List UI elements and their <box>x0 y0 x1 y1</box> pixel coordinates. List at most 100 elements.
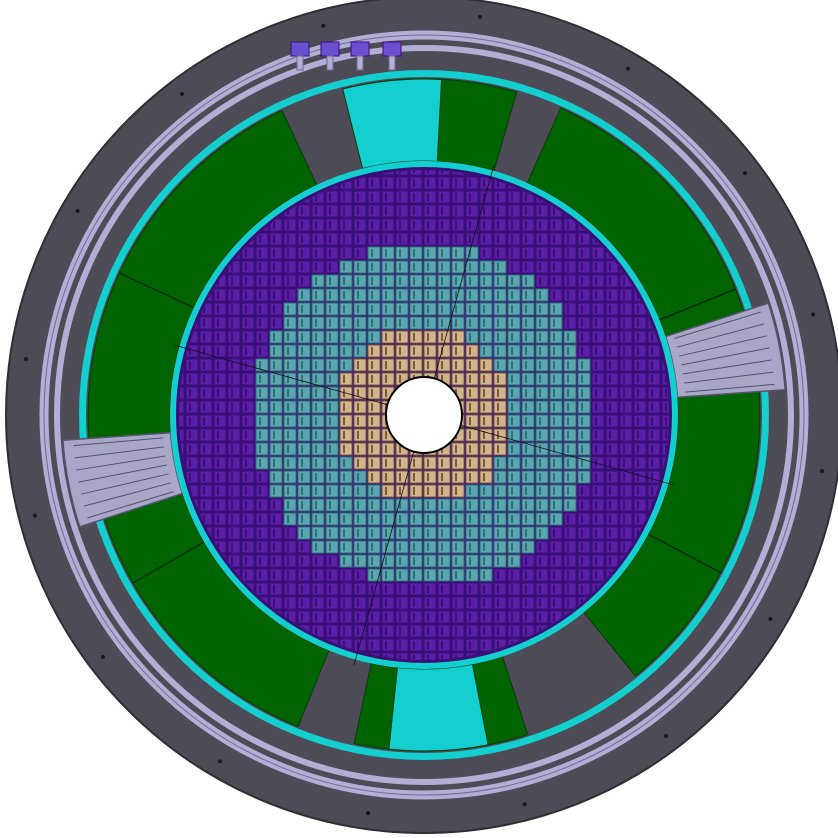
crystal-slot <box>231 347 233 355</box>
outer-crystal <box>283 246 297 260</box>
middle-crystal <box>367 498 381 512</box>
middle-crystal <box>325 344 339 358</box>
crystal-slot <box>497 263 499 271</box>
outer-crystal <box>591 442 605 456</box>
outer-crystal <box>591 526 605 540</box>
crystal-slot <box>343 571 345 579</box>
crystal-slot <box>539 235 541 243</box>
crystal-slot <box>371 319 373 327</box>
outer-crystal <box>283 554 297 568</box>
outer-crystal <box>213 442 227 456</box>
crystal-slot <box>441 235 443 243</box>
crystal-slot <box>413 627 415 635</box>
crystal-slot <box>651 487 653 495</box>
middle-crystal <box>479 540 493 554</box>
crystal-slot <box>343 641 345 649</box>
inner-crystal <box>409 358 423 372</box>
crystal-slot <box>259 403 261 411</box>
inner-crystal <box>451 442 465 456</box>
crystal-slot <box>329 585 331 593</box>
crystal-slot <box>469 487 471 495</box>
crystal-slot <box>427 501 429 509</box>
middle-crystal <box>549 358 563 372</box>
crystal-slot <box>539 459 541 467</box>
middle-crystal <box>367 246 381 260</box>
crystal-slot <box>231 417 233 425</box>
middle-crystal <box>465 316 479 330</box>
crystal-slot <box>553 361 555 369</box>
crystal-slot <box>483 543 485 551</box>
crystal-slot <box>399 193 401 201</box>
outer-crystal <box>227 302 241 316</box>
crystal-slot <box>441 655 443 660</box>
crystal-slot <box>315 361 317 369</box>
outer-crystal <box>605 344 619 358</box>
middle-crystal <box>535 316 549 330</box>
crystal-slot <box>469 263 471 271</box>
crystal-slot <box>455 375 457 383</box>
outer-crystal <box>437 170 451 176</box>
middle-crystal <box>451 498 465 512</box>
middle-crystal <box>507 344 521 358</box>
crystal-slot <box>651 473 653 481</box>
crystal-slot <box>273 543 275 551</box>
outer-crystal <box>647 470 661 484</box>
middle-crystal <box>577 400 591 414</box>
crystal-slot <box>231 277 233 285</box>
middle-crystal <box>549 428 563 442</box>
middle-crystal <box>521 274 535 288</box>
crystal-slot <box>539 487 541 495</box>
crystal-slot <box>357 263 359 271</box>
crystal-slot <box>217 543 219 551</box>
outer-crystal <box>605 330 619 344</box>
middle-crystal <box>535 302 549 316</box>
crystal-slot <box>357 333 359 341</box>
crystal-slot <box>343 263 345 271</box>
middle-crystal <box>521 484 535 498</box>
crystal-slot <box>497 557 499 565</box>
middle-crystal <box>563 330 577 344</box>
crystal-slot <box>357 557 359 565</box>
crystal-slot <box>665 375 667 383</box>
outer-crystal <box>423 190 437 204</box>
inner-crystal <box>423 344 437 358</box>
crystal-slot <box>525 529 527 537</box>
middle-crystal <box>409 512 423 526</box>
middle-crystal <box>465 274 479 288</box>
crystal-slot <box>287 417 289 425</box>
crystal-slot <box>581 487 583 495</box>
middle-crystal <box>549 400 563 414</box>
crystal-slot <box>497 599 499 607</box>
crystal-slot <box>343 515 345 523</box>
middle-crystal <box>437 512 451 526</box>
crystal-slot <box>567 417 569 425</box>
middle-crystal <box>563 498 577 512</box>
outer-crystal <box>283 540 297 554</box>
outer-crystal <box>605 372 619 386</box>
crystal-slot <box>259 487 261 495</box>
middle-crystal <box>353 484 367 498</box>
middle-crystal <box>521 344 535 358</box>
crystal-slot <box>581 459 583 467</box>
outer-crystal <box>367 176 381 190</box>
crystal-slot <box>343 375 345 383</box>
inner-crystal <box>367 470 381 484</box>
crystal-slot <box>371 571 373 579</box>
crystal-slot <box>581 557 583 565</box>
bracket-rib <box>74 446 165 459</box>
crystal-slot <box>539 347 541 355</box>
crystal-slot <box>525 277 527 285</box>
outer-crystal <box>409 652 423 660</box>
crystal-slot <box>273 319 275 327</box>
crystal-slot <box>539 515 541 523</box>
crystal-slot <box>203 319 205 327</box>
outer-crystal <box>185 372 199 386</box>
outer-crystal <box>577 260 591 274</box>
crystal-slot <box>441 599 443 607</box>
crystal-slot <box>497 585 499 593</box>
middle-crystal <box>507 386 521 400</box>
outer-crystal <box>479 204 493 218</box>
outer-crystal <box>311 204 325 218</box>
inner-crystal <box>451 484 465 498</box>
middle-crystal <box>367 316 381 330</box>
